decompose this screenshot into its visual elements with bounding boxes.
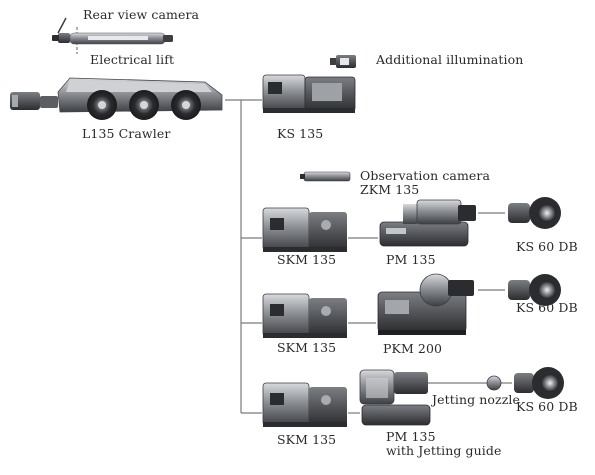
pm135-label-a: PM 135: [386, 252, 436, 267]
crawler-icon: [10, 77, 223, 120]
observation-camera-label-line1: Observation camera: [360, 168, 491, 183]
pkm200-label: PKM 200: [383, 341, 443, 356]
pkm200-module-icon: [377, 273, 474, 335]
illumination-icon: [330, 55, 356, 68]
skm135-label-a: SKM 135: [277, 252, 337, 267]
pm135-module-icon: [379, 199, 476, 247]
rear-camera-label: Rear view camera: [83, 7, 200, 22]
electrical-lift-label: Electrical lift: [90, 52, 175, 67]
jetting-nozzle-label: Jetting nozzle: [432, 392, 521, 407]
rear-camera-icon: [52, 17, 70, 43]
crawler-label: L135 Crawler: [82, 126, 171, 141]
pm135-label-c-line2: with Jetting guide: [386, 443, 502, 458]
jetting-nozzle-icon: [486, 375, 502, 391]
pm135-label-c-line1: PM 135: [386, 429, 436, 444]
skm135-module-icon: [262, 382, 347, 427]
observation-camera-icon: [300, 171, 351, 182]
skm135-module-icon: [262, 293, 347, 338]
skm135-label-c: SKM 135: [277, 432, 337, 447]
ks60db-label-b: KS 60 DB: [516, 300, 578, 315]
observation-camera-label-line2: ZKM 135: [360, 182, 420, 197]
ks60db-camera-icon: [508, 197, 561, 229]
additional-illumination-label: Additional illumination: [376, 52, 524, 67]
skm135-label-b: SKM 135: [277, 340, 337, 355]
ks135-label: KS 135: [277, 126, 324, 141]
connector-lines: [76, 27, 512, 414]
main-tree-trunk: [225, 99, 242, 413]
lift-icon: [69, 32, 173, 45]
pm135-module-icon: [359, 369, 431, 426]
ks135-module-icon: [262, 74, 356, 113]
ks60db-label-a: KS 60 DB: [516, 239, 578, 254]
ks60db-label-c: KS 60 DB: [516, 399, 578, 414]
ks60db-camera-icon: [508, 274, 561, 306]
ks60db-camera-icon: [514, 367, 564, 399]
skm135-module-icon: [262, 207, 347, 252]
